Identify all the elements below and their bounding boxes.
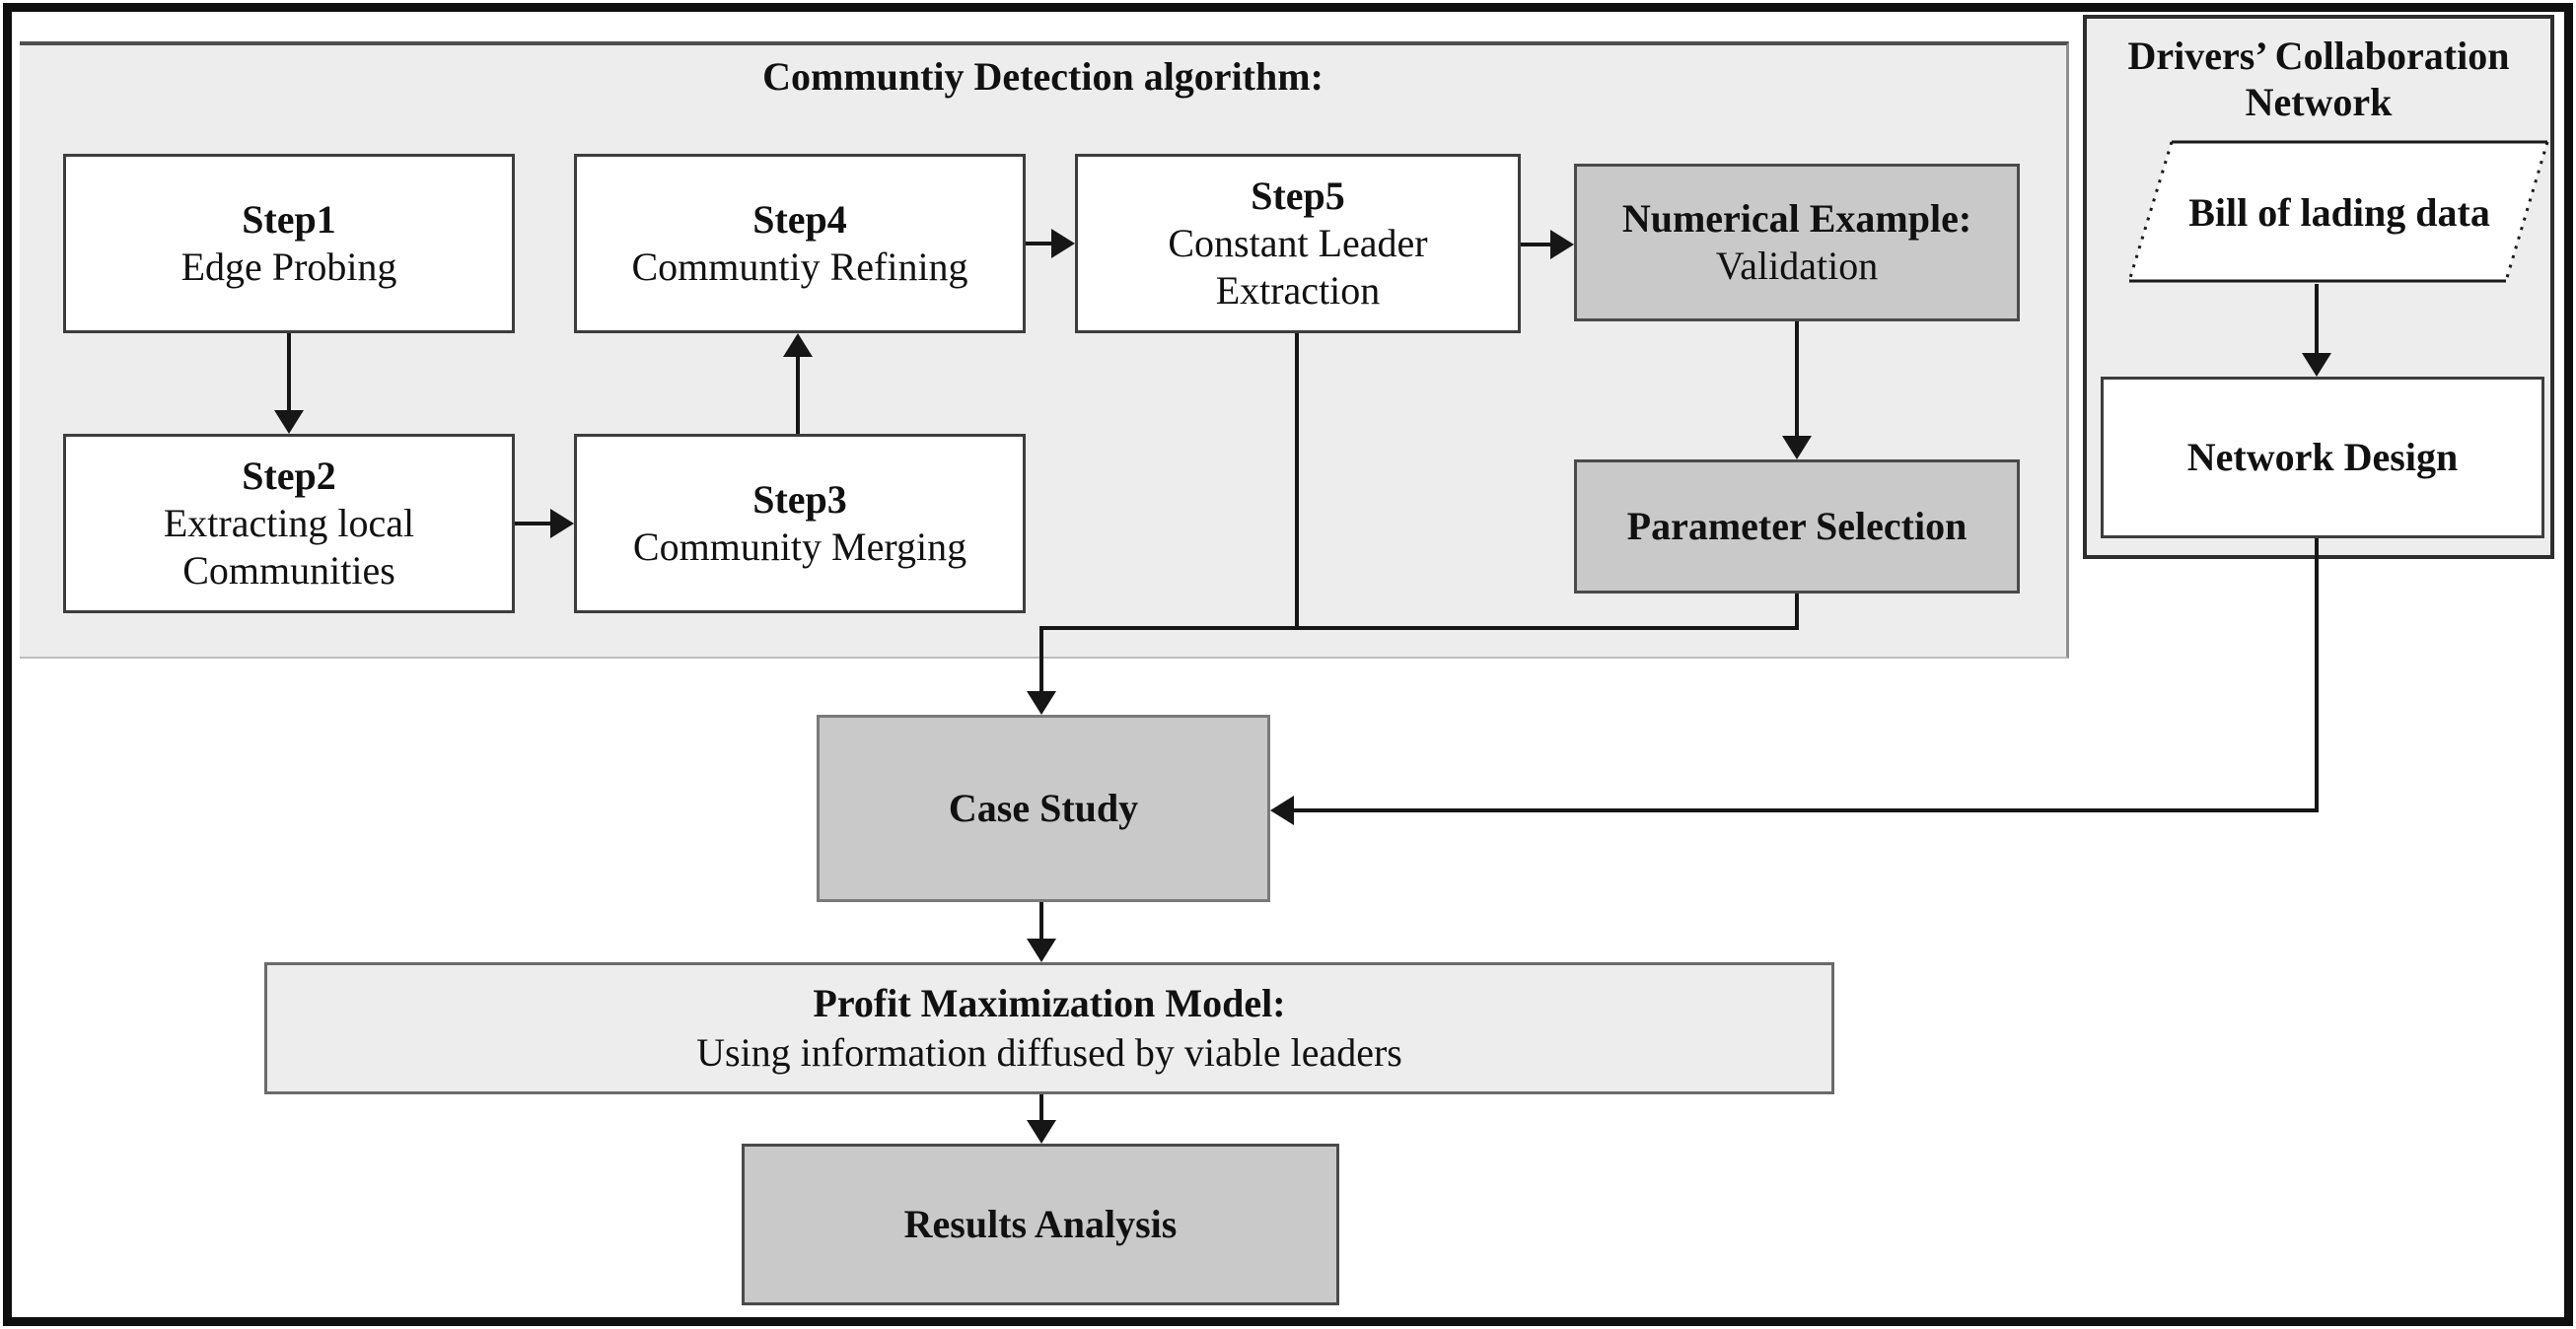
arrow-profit-results-head	[1027, 1120, 1056, 1144]
step1-desc: Edge Probing	[180, 245, 397, 289]
arrow-case-study-profit-head	[1027, 939, 1056, 962]
drivers-panel-title-line1: Drivers’ Collaboration	[2127, 34, 2510, 78]
connector-step5-drop	[1295, 333, 1299, 628]
parallelogram-shape	[2127, 140, 2549, 283]
network-design-label: Network Design	[2186, 435, 2459, 479]
step1-title: Step1	[242, 197, 336, 242]
box-step3: Step3 Community Merging	[574, 434, 1026, 613]
box-profit-maximization-model: Profit Maximization Model: Using informa…	[264, 962, 1834, 1094]
box-case-study: Case Study	[817, 715, 1270, 902]
drivers-panel-title-line2: Network	[2245, 80, 2393, 124]
parallelogram-bill-of-lading: Bill of lading data	[2126, 140, 2552, 284]
step5-desc: Constant Leader Extraction	[1168, 221, 1428, 313]
arrow-step1-step2-line	[287, 333, 291, 414]
box-step4: Step4 Communtiy Refining	[574, 154, 1026, 333]
connector-network-design-horizontal	[1292, 808, 2319, 812]
drivers-panel-title: Drivers’ Collaboration Network	[2087, 33, 2550, 125]
arrow-step3-step4-head	[783, 333, 813, 357]
box-step5: Step5 Constant Leader Extraction	[1075, 154, 1521, 333]
arrow-network-design-case-study-head	[1270, 796, 1294, 825]
arrow-into-case-study-line	[1039, 626, 1043, 693]
arrow-numerical-parameter-line	[1795, 321, 1799, 438]
connector-parameter-drop	[1795, 594, 1799, 630]
arrow-step4-step5-head	[1051, 229, 1075, 258]
box-step2: Step2 Extracting local Communities	[63, 434, 515, 613]
profit-model-desc: Using information diffused by viable lea…	[696, 1030, 1402, 1075]
arrow-step1-step2-head	[274, 410, 304, 434]
connector-network-design-drop	[2315, 538, 2319, 812]
bill-of-lading-label: Bill of lading data	[2188, 189, 2490, 235]
connector-horizontal-to-case-study	[1039, 626, 1799, 630]
box-parameter-selection: Parameter Selection	[1574, 459, 2020, 594]
box-numerical-example: Numerical Example: Validation	[1574, 164, 2020, 321]
step4-desc: Communtiy Refining	[631, 245, 968, 289]
parameter-selection-label: Parameter Selection	[1626, 504, 1968, 548]
arrow-profit-results-line	[1039, 1094, 1043, 1124]
arrow-step2-step3-line	[515, 522, 552, 525]
arrow-step2-step3-head	[550, 509, 574, 538]
step4-title: Step4	[752, 197, 847, 242]
box-step1: Step1 Edge Probing	[63, 154, 515, 333]
numerical-example-title: Numerical Example:	[1621, 196, 1972, 241]
step2-desc: Extracting local Communities	[163, 501, 415, 593]
arrow-numerical-parameter-head	[1782, 436, 1812, 459]
step3-title: Step3	[752, 477, 847, 522]
box-results-analysis: Results Analysis	[742, 1144, 1339, 1305]
arrow-into-case-study-head	[1027, 691, 1056, 715]
community-panel-title: Communtiy Detection algorithm:	[762, 54, 1324, 99]
step3-desc: Community Merging	[632, 525, 967, 569]
arrow-bol-network-design-line	[2315, 284, 2319, 357]
arrow-step3-step4-line	[796, 355, 800, 434]
arrow-step5-numerical-line	[1521, 243, 1552, 246]
arrow-step4-step5-line	[1026, 242, 1055, 245]
arrow-step5-numerical-head	[1550, 230, 1574, 259]
step2-title: Step2	[242, 454, 336, 498]
results-analysis-label: Results Analysis	[903, 1202, 1178, 1246]
arrow-case-study-profit-line	[1039, 902, 1043, 944]
arrow-bol-network-design-head	[2302, 353, 2331, 377]
profit-model-title: Profit Maximization Model:	[813, 981, 1286, 1025]
numerical-example-desc: Validation	[1715, 244, 1879, 288]
box-network-design: Network Design	[2101, 377, 2544, 538]
case-study-label: Case Study	[948, 786, 1139, 830]
step5-title: Step5	[1251, 174, 1345, 218]
